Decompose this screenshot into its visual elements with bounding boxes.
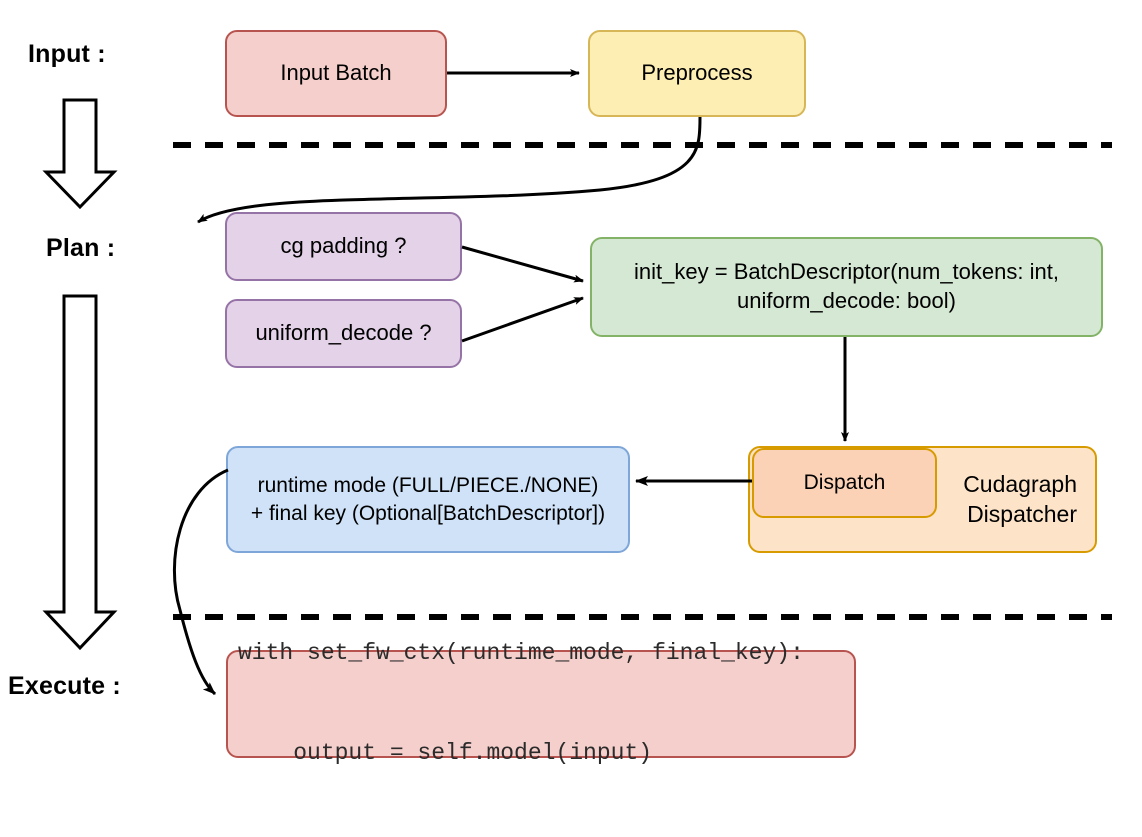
node-preprocess-label: Preprocess xyxy=(641,60,753,86)
node-cudagraph-dispatcher-line1: Cudagraph xyxy=(963,470,1077,497)
node-cg-padding-label: cg padding ? xyxy=(280,233,407,259)
node-uniform-decode-label: uniform_decode ? xyxy=(255,320,432,346)
stage-arrow-plan-to-execute xyxy=(42,294,118,651)
node-input-batch[interactable]: Input Batch xyxy=(225,30,447,117)
node-uniform-decode[interactable]: uniform_decode ? xyxy=(225,299,462,368)
connector-cg-padding-to-init-key xyxy=(461,245,584,283)
stage-label-execute: Execute : xyxy=(8,672,121,700)
node-init-key[interactable]: init_key = BatchDescriptor(num_tokens: i… xyxy=(590,237,1103,337)
execute-code-line1: with set_fw_ctx(runtime_mode, final_key)… xyxy=(238,640,804,667)
node-init-key-line1: init_key = BatchDescriptor(num_tokens: i… xyxy=(634,259,1059,285)
node-input-batch-label: Input Batch xyxy=(280,60,392,86)
node-preprocess[interactable]: Preprocess xyxy=(588,30,806,117)
stage-label-input: Input : xyxy=(28,40,106,68)
connector-uniform-decode-to-init-key xyxy=(461,296,584,343)
stage-label-plan: Plan : xyxy=(46,234,116,262)
node-init-key-line2: uniform_decode: bool) xyxy=(737,288,956,313)
node-cudagraph-dispatcher-line2: Dispatcher xyxy=(967,500,1077,527)
execute-code-line2: output = self.model(input) xyxy=(238,740,653,767)
node-runtime-mode-line2: + final key (Optional[BatchDescriptor]) xyxy=(250,501,606,525)
connector-preprocess-to-cg-padding xyxy=(197,116,702,224)
node-dispatch[interactable]: Dispatch xyxy=(752,448,937,518)
node-runtime-mode[interactable]: runtime mode (FULL/PIECE./NONE) + final … xyxy=(226,446,630,553)
diagram-canvas: Input : Plan : Execute : Input Batch Pre… xyxy=(8,30,1112,767)
node-runtime-mode-line1: runtime mode (FULL/PIECE./NONE) xyxy=(257,474,599,498)
connector-runtime-mode-to-execute-code xyxy=(173,468,229,696)
node-dispatch-label: Dispatch xyxy=(803,471,886,495)
node-execute-code[interactable]: with set_fw_ctx(runtime_mode, final_key)… xyxy=(226,640,856,766)
node-cg-padding[interactable]: cg padding ? xyxy=(225,212,462,281)
stage-arrow-input-to-plan xyxy=(42,98,118,210)
